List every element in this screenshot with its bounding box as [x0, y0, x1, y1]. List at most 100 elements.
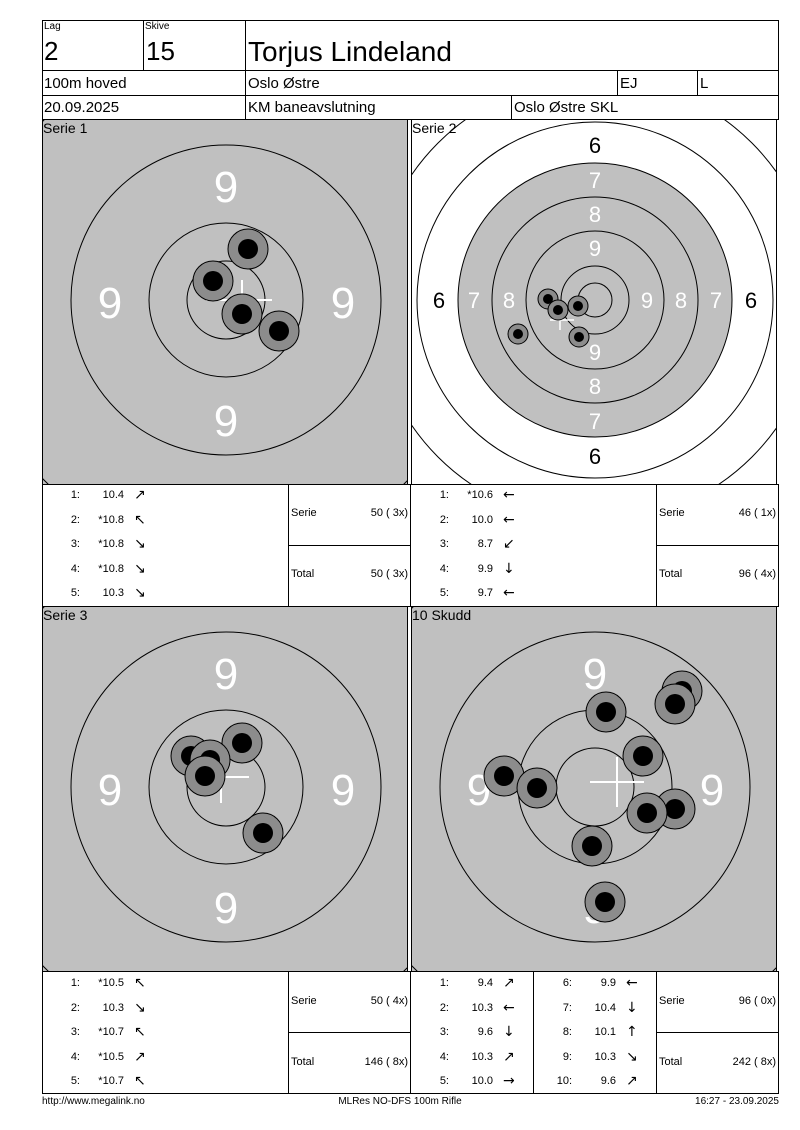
shot-direction-icon: ↓: [503, 560, 515, 577]
shot-direction-icon: ↗: [134, 1048, 146, 1065]
shot-row: 5:10.0→: [411, 1073, 541, 1091]
ring-label: 9: [700, 766, 724, 815]
shot-row: 9:10.3↘: [534, 1049, 664, 1067]
skudd-10-serie-label: Serie: [659, 995, 685, 1007]
header-divider-1: [42, 70, 779, 71]
divider: [410, 971, 411, 1094]
shot-hole: [184, 755, 226, 797]
serie-1-serie-value: 50 ( 3x): [370, 507, 408, 519]
organizer: Oslo Østre SKL: [514, 99, 619, 116]
shot-value: *10.8: [98, 513, 124, 526]
shot-row: 5:*10.7↖: [42, 1073, 172, 1091]
shot-direction-icon: ↗: [503, 975, 515, 991]
shot-value: 10.3: [102, 587, 124, 599]
shot-row: 1:*10.6←: [411, 487, 541, 505]
shot-value: 10.0: [471, 1075, 493, 1087]
serie-1-title: Serie 1: [43, 120, 88, 136]
divider: [410, 484, 411, 607]
header-vdiv-class: [617, 70, 618, 95]
program: 100m hoved: [44, 75, 127, 92]
shot-value: 10.1: [594, 1026, 616, 1038]
shot-row: 4:*10.8↘: [42, 560, 172, 579]
shot-value: 9.6: [600, 1075, 616, 1087]
header-vdiv-lag: [143, 20, 144, 70]
serie-1-total-label: Total: [291, 568, 315, 580]
serie-3-total-label: Total: [291, 1056, 315, 1068]
shot-hole: [585, 691, 627, 733]
target-10-skudd-graphic: 9 9 9 9: [412, 607, 776, 971]
shot-value: 8.7: [477, 538, 493, 550]
ring-label: 8: [503, 288, 515, 313]
shot-row: 8:10.1↑: [534, 1024, 664, 1042]
serie-2-serie-label: Serie: [659, 507, 685, 519]
serie-3-total-value: 146 ( 8x): [364, 1056, 408, 1068]
shot-direction-icon: ↗: [626, 1073, 638, 1089]
skudd-10-title: 10 Skudd: [412, 607, 472, 623]
ring-label: 6: [589, 133, 601, 158]
shot-number: 6:: [562, 977, 572, 989]
shot-hole: [483, 755, 525, 797]
ring-label: 6: [589, 444, 601, 469]
shot-value: 9.9: [600, 977, 616, 989]
shot-hole: [626, 792, 668, 834]
shot-hole: [507, 323, 529, 345]
shot-number: 7:: [562, 1001, 572, 1014]
ring-label: 8: [589, 374, 601, 399]
shot-number: 2:: [439, 513, 449, 526]
shot-value: 9.7: [477, 587, 493, 599]
shot-direction-icon: ↖: [134, 975, 146, 991]
shot-value: 10.3: [594, 1050, 616, 1063]
shot-direction-icon: ↗: [503, 1048, 515, 1065]
shot-value: 9.6: [477, 1026, 493, 1038]
ring-label: 6: [433, 288, 445, 313]
shot-direction-icon: ←: [503, 487, 515, 503]
shot-direction-icon: ↖: [134, 1024, 146, 1040]
serie-1-total-value: 50 ( 3x): [370, 568, 408, 580]
header-vdiv-level: [697, 70, 698, 95]
shot-holes: [170, 722, 284, 854]
shot-hole: [567, 295, 589, 317]
shot-hole: [516, 767, 558, 809]
shot-direction-icon: ↗: [134, 487, 146, 503]
shot-row: 4:*10.5↗: [42, 1048, 172, 1067]
divider: [656, 545, 779, 546]
target-serie-1-graphic: 9 9 9 9: [43, 120, 407, 484]
shot-number: 10:: [556, 1075, 572, 1087]
shot-row: 2:10.3↘: [42, 1000, 172, 1018]
shot-value: *10.5: [98, 977, 124, 989]
shot-hole: [568, 326, 590, 348]
shot-direction-icon: ↘: [134, 560, 146, 577]
shot-row: 3:*10.8↘: [42, 536, 172, 554]
shot-number: 2:: [70, 513, 80, 526]
serie-2-title: Serie 2: [412, 120, 457, 136]
shot-direction-icon: ↖: [134, 1073, 146, 1089]
shot-value: *10.7: [98, 1026, 124, 1038]
shot-row: 1:9.4↗: [411, 975, 541, 993]
shot-direction-icon: ←: [503, 511, 515, 528]
ring-label: 9: [214, 650, 238, 699]
shot-value: 9.9: [477, 562, 493, 575]
shot-number: 9:: [562, 1050, 572, 1063]
header-vdiv-org: [511, 95, 512, 120]
footer-url[interactable]: http://www.megalink.no: [42, 1096, 145, 1107]
shot-direction-icon: ←: [626, 975, 638, 991]
shot-number: 5:: [439, 587, 449, 599]
skudd-10-total-label: Total: [659, 1056, 683, 1068]
shot-row: 5:9.7←: [411, 585, 541, 603]
serie-3-serie-value: 50 ( 4x): [370, 995, 408, 1007]
ring-label: 9: [98, 766, 122, 815]
shot-number: 3:: [70, 538, 80, 550]
shot-number: 5:: [70, 587, 80, 599]
ring-label: 9: [641, 288, 653, 313]
shot-value: 10.3: [471, 1001, 493, 1014]
shot-hole: [258, 310, 300, 352]
shot-row: 7:10.4↓: [534, 1000, 664, 1018]
shot-hole: [547, 299, 569, 321]
shot-number: 3:: [439, 538, 449, 550]
divider: [533, 971, 534, 1094]
ring-label: 9: [583, 650, 607, 699]
shot-value: *10.5: [98, 1050, 124, 1063]
event: KM baneavslutning: [248, 99, 376, 116]
serie-2-serie-value: 46 ( 1x): [738, 507, 776, 519]
shot-number: 2:: [70, 1001, 80, 1014]
